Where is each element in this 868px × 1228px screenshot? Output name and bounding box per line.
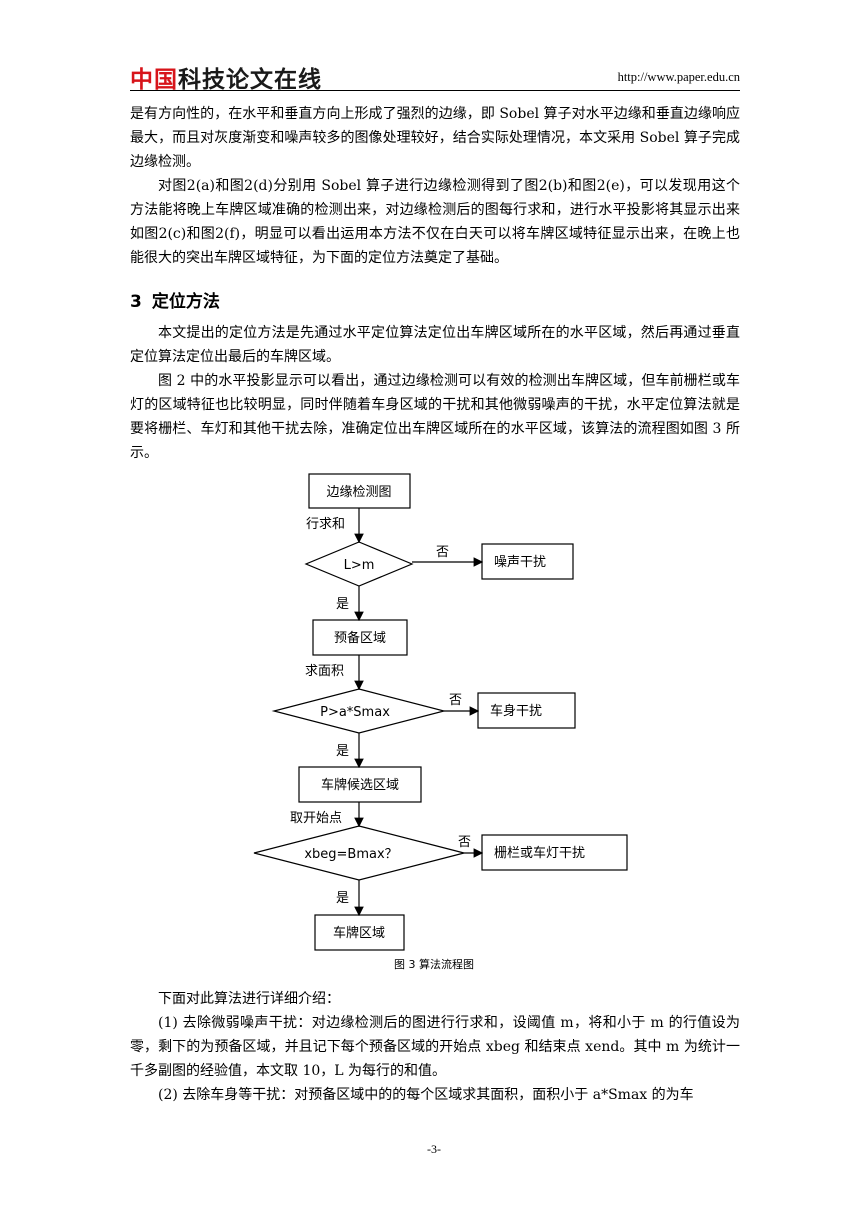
flow-candidate-region-box <box>298 766 422 803</box>
flow-box2-label: 预备区域 <box>334 630 386 646</box>
flow-cond3-label: xbeg=Bmax？ <box>304 847 397 862</box>
body-text-mid: 本文提出的定位方法是先通过水平定位算法定位出车牌区域所在的水平区域，然后再通过垂… <box>130 321 740 465</box>
flow-no1-label: 否 <box>436 545 449 560</box>
body-text-bottom: 下面对此算法进行详细介绍： (1) 去除微弱噪声干扰：对边缘检测后的图进行行求和… <box>130 987 740 1107</box>
flow-cond1-label: L>m <box>344 558 375 573</box>
flow-cond2-label: P>a*Smax <box>320 705 390 720</box>
section-title: 定位方法 <box>151 292 220 312</box>
flow-step1-label: 行求和 <box>306 517 345 532</box>
flow-no3-label: 否 <box>458 835 471 850</box>
flow-end-box <box>314 914 405 951</box>
section-number: 3 <box>130 292 142 312</box>
flow-noise-label: 噪声干扰 <box>494 555 546 570</box>
flow-noise-box <box>481 543 574 580</box>
figure-caption: 图 3 算法流程图 <box>394 958 474 971</box>
flow-yes2-label: 是 <box>336 744 349 759</box>
paragraph-sobel-results: 对图2(a)和图2(d)分别用 Sobel 算子进行边缘检测得到了图2(b)和图… <box>130 178 740 266</box>
page-number: -3- <box>427 1142 441 1156</box>
page-header: 中国科技论文在线 http://www.paper.edu.cn <box>130 58 740 94</box>
paragraph-step-1: (1) 去除微弱噪声干扰：对边缘检测后的图进行行求和，设阈值 m，将和小于 m … <box>130 1015 740 1079</box>
flow-yes1-label: 是 <box>336 597 349 612</box>
flow-box3-label: 车牌候选区域 <box>321 777 399 793</box>
body-text-top: 是有方向性的，在水平和垂直方向上形成了强烈的边缘，即 Sobel 算子对水平边缘… <box>130 102 740 270</box>
paragraph-method-intro: 本文提出的定位方法是先通过水平定位算法定位出车牌区域所在的水平区域，然后再通过垂… <box>130 325 740 365</box>
section-heading: 3 定位方法 <box>130 287 220 312</box>
flow-no2-label: 否 <box>449 693 462 708</box>
site-url[interactable]: http://www.paper.edu.cn <box>617 70 740 84</box>
flow-step3-label: 取开始点 <box>290 811 342 826</box>
logo-dark-text: 科技论文在线 <box>178 67 322 93</box>
flow-grille-light-box <box>481 834 628 871</box>
paragraph-step-2: (2) 去除车身等干扰：对预备区域中的的每个区域求其面积，面积小于 a*Smax… <box>158 1087 694 1103</box>
site-logo: 中国科技论文在线 <box>130 60 322 94</box>
flow-start-label: 边缘检测图 <box>326 485 391 500</box>
flow-body-interference-box <box>477 692 576 729</box>
flow-prepared-region-box <box>312 619 408 656</box>
paragraph-continued: 是有方向性的，在水平和垂直方向上形成了强烈的边缘，即 Sobel 算子对水平边缘… <box>130 106 740 170</box>
flow-step2-label: 求面积 <box>305 664 344 679</box>
flow-yes3-label: 是 <box>336 891 349 906</box>
paragraph-intro-detail: 下面对此算法进行详细介绍： <box>158 991 340 1007</box>
flow-end-label: 车牌区域 <box>333 925 385 941</box>
paragraph-projection: 图 2 中的水平投影显示可以看出，通过边缘检测可以有效的检测出车牌区域，但车前栅… <box>130 373 740 461</box>
flow-grille-light-label: 栅栏或车灯干扰 <box>494 845 585 861</box>
flow-body-interference-label: 车身干扰 <box>490 703 542 719</box>
logo-red-text: 中国 <box>130 67 178 93</box>
